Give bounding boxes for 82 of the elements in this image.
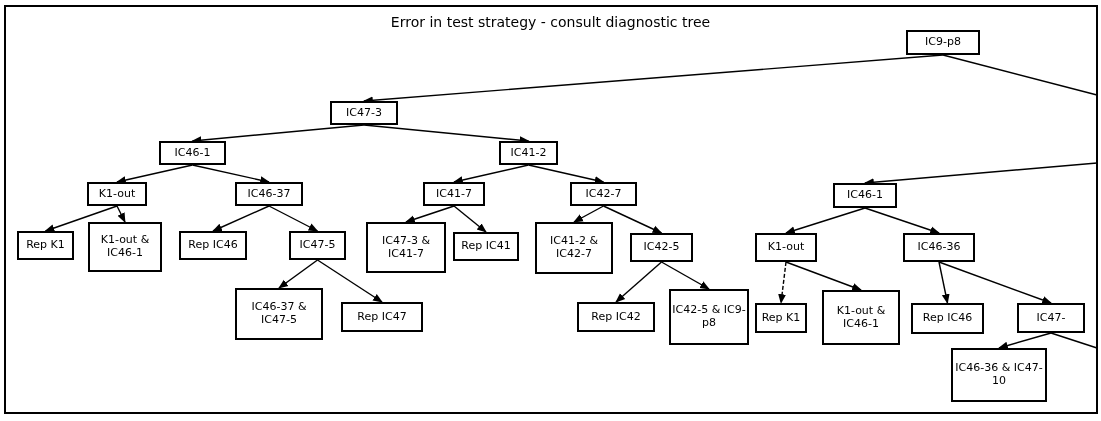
node-label: IC46-37 & IC47-5 (250, 301, 308, 327)
node-label: IC46-1 (847, 189, 883, 202)
node-label: IC46-1 (174, 146, 211, 160)
node-label: IC41-2 & IC42-7 (549, 235, 599, 261)
node-label: K1-out (767, 241, 805, 254)
decision-box (535, 222, 613, 274)
decision-box (951, 348, 1047, 402)
decision-box (911, 303, 984, 334)
arrow (453, 164, 530, 184)
node-label: IC46-37 (247, 187, 291, 201)
node-label: IC42-7 (585, 187, 622, 201)
arrow (316, 259, 383, 303)
decision-box (755, 233, 817, 262)
node-label: IC42-5 & IC9-p8 (671, 304, 747, 330)
arrow (44, 205, 118, 232)
decision-box (17, 231, 74, 260)
node-label: Rep IC46 (188, 239, 238, 252)
decision-box (179, 231, 247, 260)
arrow (660, 261, 710, 290)
arrow (864, 207, 940, 234)
decision-box (577, 302, 655, 332)
connector-line (942, 54, 1098, 96)
arrow (938, 261, 1052, 304)
decision-box (669, 289, 749, 345)
decision-box (235, 182, 303, 206)
decision-box (366, 222, 446, 273)
decision-box (289, 231, 346, 260)
node-label: Rep IC46 (922, 312, 973, 325)
node-label: IC47-5 (299, 239, 336, 252)
node-label: Rep IC41 (461, 240, 511, 253)
node-label: IC42-5 (643, 241, 680, 254)
arrow (573, 205, 605, 223)
decision-box (87, 182, 147, 206)
arrow (998, 332, 1052, 350)
decision-box (88, 222, 162, 272)
node-label: K1-out & IC46-1 (835, 304, 887, 331)
node-label: IC46-36 (917, 241, 961, 254)
node-label: IC47-3 & IC41-7 (381, 234, 431, 261)
arrow (527, 164, 605, 184)
arrow (785, 261, 862, 291)
arrow (405, 205, 455, 223)
decision-box (755, 303, 807, 333)
arrow (116, 205, 126, 223)
decision-box (330, 101, 398, 125)
arrow (785, 207, 866, 235)
decision-box (1017, 303, 1085, 333)
node-label: IC41-2 (510, 146, 547, 160)
decision-box (570, 182, 637, 206)
arrow (938, 261, 950, 304)
decision-box (906, 30, 980, 55)
decision-box (453, 232, 519, 261)
arrow (191, 164, 270, 184)
decision-box (499, 141, 558, 165)
arrow (615, 261, 663, 303)
node-label: IC9-p8 (925, 36, 961, 49)
decision-box (159, 141, 226, 165)
arrow (778, 261, 787, 304)
arrow (453, 205, 487, 233)
arrow (268, 205, 319, 232)
diagram-title: Error in test strategy - consult diagnostic tree (389, 14, 712, 30)
decision-box (903, 233, 975, 262)
decision-box (341, 302, 423, 332)
arrow (278, 259, 319, 289)
decision-box (235, 288, 323, 340)
connector-line (1050, 332, 1098, 349)
node-label: Rep K1 (26, 239, 65, 252)
node-label: Rep IC42 (591, 310, 641, 324)
decision-box (822, 290, 900, 345)
node-label: K1-out & IC46-1 (99, 234, 151, 260)
arrow (116, 164, 194, 184)
node-label: IC46-36 & IC47-10 (954, 362, 1044, 388)
arrow (212, 205, 270, 232)
decision-box (833, 183, 897, 208)
decision-box (423, 182, 485, 206)
node-label: Rep IC47 (357, 310, 407, 324)
node-label: IC47-3 (346, 106, 382, 120)
node-label: Rep K1 (761, 311, 801, 325)
node-label: IC47- (1036, 311, 1066, 325)
node-label: K1-out (98, 187, 136, 201)
node-label: IC41-7 (436, 187, 472, 201)
decision-box (630, 233, 693, 262)
arrow (602, 205, 663, 234)
